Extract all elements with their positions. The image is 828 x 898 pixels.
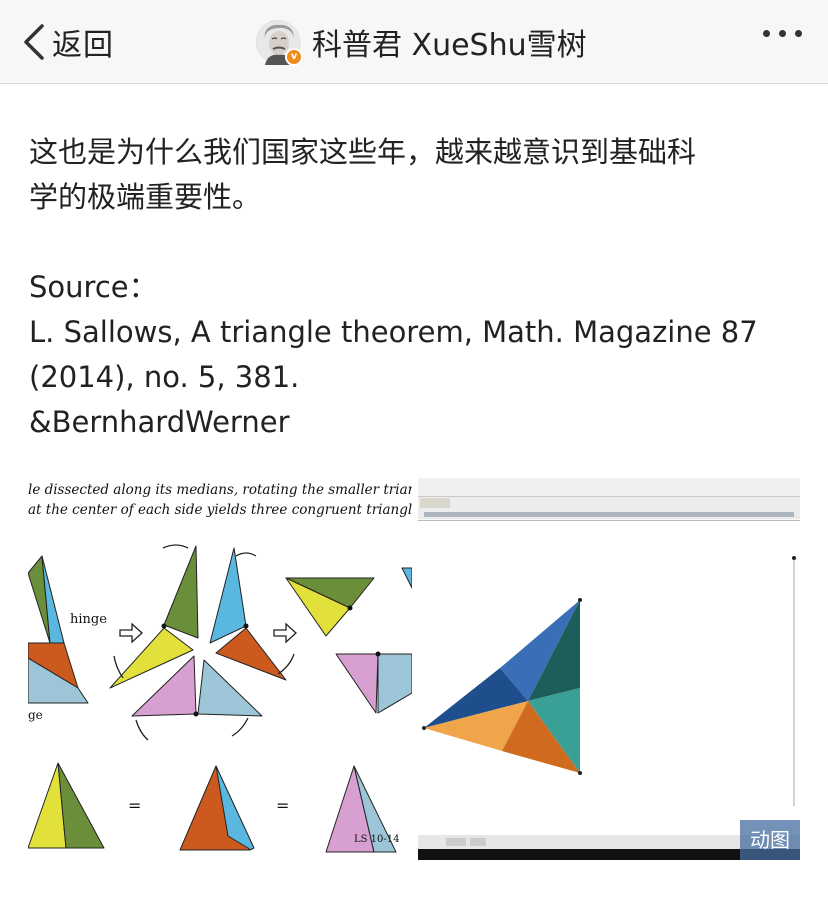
figure-animated-triangle[interactable] bbox=[418, 478, 800, 860]
chevron-left-icon bbox=[24, 24, 44, 60]
citation: L. Sallows, A triangle theorem, Math. Ma… bbox=[29, 315, 758, 349]
gif-badge: 动图 bbox=[740, 820, 800, 860]
back-label: 返回 bbox=[52, 28, 114, 63]
side-label: ge bbox=[28, 708, 43, 722]
dot bbox=[763, 30, 770, 37]
paragraph: 这也是为什么我们国家这些年，越来越意识到基础科 学的极端重要性。 bbox=[29, 130, 799, 220]
equals-sign: = bbox=[276, 796, 290, 815]
figure-caption: at the center of each side yields three … bbox=[28, 502, 412, 518]
text-line: 这也是为什么我们国家这些年，越来越意识到基础科 bbox=[29, 135, 697, 169]
dot bbox=[779, 30, 786, 37]
dot bbox=[795, 30, 802, 37]
more-dots-icon[interactable] bbox=[763, 30, 802, 37]
nav-header: 返回 v 科普君 XueShu雪树 bbox=[0, 0, 828, 84]
hinge-label: hinge bbox=[70, 612, 107, 627]
dissection-diagram bbox=[28, 544, 412, 853]
plate-label: LS 10-14 bbox=[354, 834, 400, 845]
citation: (2014), no. 5, 381. bbox=[29, 360, 300, 394]
account-title[interactable]: v 科普君 XueShu雪树 bbox=[256, 18, 587, 66]
source-label: Source： bbox=[29, 270, 158, 304]
avatar[interactable]: v bbox=[256, 20, 303, 66]
back-button[interactable]: 返回 bbox=[22, 22, 114, 63]
page-title: 科普君 XueShu雪树 bbox=[312, 28, 587, 63]
verified-badge: v bbox=[285, 48, 303, 66]
text-line: 学的极端重要性。 bbox=[29, 180, 262, 214]
credit: &BernhardWerner bbox=[29, 405, 290, 439]
equals-sign: = bbox=[128, 796, 142, 815]
figure-triangle-dissection[interactable]: le dissected along its medians, rotating… bbox=[28, 478, 412, 860]
figure-caption: le dissected along its medians, rotating… bbox=[28, 482, 412, 498]
animation-frame bbox=[418, 478, 800, 860]
post-body: 这也是为什么我们国家这些年，越来越意识到基础科 学的极端重要性。 Source：… bbox=[29, 130, 799, 445]
